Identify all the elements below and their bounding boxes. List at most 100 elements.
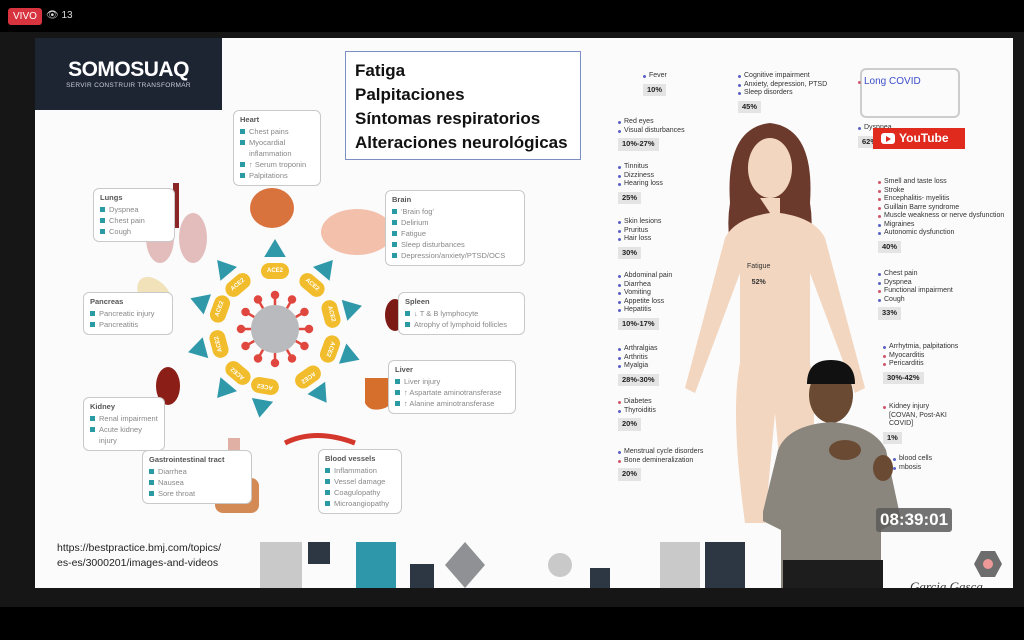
arrow-icon	[338, 343, 360, 364]
source-url-line[interactable]: https://bestpractice.bmj.com/topics/	[57, 542, 221, 554]
organ-symptom: ↑ Aspartate aminotransferase	[395, 387, 509, 398]
symptom-percentage: 30%-42%	[883, 371, 924, 384]
live-badge: VIVO	[8, 8, 42, 25]
symptoms-title-box: Fatiga Palpitaciones Síntomas respirator…	[345, 51, 581, 160]
arrow-icon	[313, 260, 333, 281]
arrow-icon	[190, 294, 212, 315]
arrow-icon	[307, 381, 327, 403]
organ-symptom: Inflammation	[325, 465, 395, 476]
organ-symptom: Depression/anxiety/PTSD/OCS	[392, 250, 518, 261]
organ-symptom: Pancreatic injury	[90, 308, 166, 319]
symptom-percentage: 10%-17%	[618, 317, 659, 330]
blood-vessels-icon	[283, 433, 356, 446]
symptom-item: Bone demineralization	[618, 457, 703, 466]
tv-uaq-watermark	[860, 68, 960, 118]
symptom-percentage: 45%	[738, 100, 762, 113]
symptom-item: Abdominal pain	[618, 272, 672, 281]
organ-symptom: Delirium	[392, 217, 518, 228]
arrow-icon	[341, 299, 362, 321]
symptom-item: Tinnitus	[618, 163, 663, 172]
organ-symptom: ↑ Serum troponin	[240, 159, 314, 170]
youtube-button[interactable]: YouTube	[873, 128, 965, 149]
organ-title: Spleen	[405, 297, 430, 306]
symptom-percentage: 20%	[618, 418, 642, 431]
symptom-item: Anxiety, depression, PTSD	[738, 81, 827, 90]
symptom-item: Dyspnea	[858, 124, 892, 133]
symptom-item: Hair loss	[618, 235, 661, 244]
organ-symptom: Vessel damage	[325, 476, 395, 487]
source-url[interactable]: https://bestpractice.bmj.com/topics/ es-…	[57, 541, 221, 571]
center-fatigue: Fatigue 52%	[747, 263, 770, 287]
sign-language-interpreter	[763, 360, 901, 588]
symptom-item: Hearing loss	[618, 180, 663, 189]
symptom-item: Autonomic dysfunction	[878, 229, 1004, 238]
symptom-percentage: 28%-30%	[618, 373, 659, 386]
symptom-item: Hepatitis	[618, 306, 672, 315]
organ-title: Heart	[240, 115, 260, 124]
symptom-item: Menstrual cycle disorders	[618, 448, 703, 457]
virus-spike-tip	[300, 307, 309, 317]
virus-spike-tip	[300, 341, 309, 351]
virus-icon	[236, 290, 314, 368]
symptom-item: Fever	[643, 72, 667, 81]
heart-icon	[250, 188, 294, 228]
organ-symptom: Dyspnea	[100, 204, 168, 215]
organ-symptom: Chest pain	[100, 215, 168, 226]
hexagon-badge-icon	[974, 551, 1002, 577]
organ-symptom: Liver injury	[395, 376, 509, 387]
fatigue-label: Fatigue	[747, 263, 771, 270]
source-url-line[interactable]: es-es/3000201/images-and-videos	[57, 557, 219, 569]
symptom-item: Muscle weakness or nerve dysfunction	[878, 212, 1004, 221]
arrow-icon	[188, 337, 209, 359]
organ-title: Blood vessels	[325, 454, 376, 463]
symptom-percentage: 25%	[618, 191, 642, 204]
organ-symptom: Coagulopathy	[325, 487, 395, 498]
symptom-item: Dizziness	[618, 172, 663, 181]
symptom-item: Diabetes	[618, 398, 656, 407]
symptom-item: Myalgia	[618, 362, 659, 371]
eye-icon: 👁	[46, 10, 59, 21]
decorative-shapes	[260, 542, 745, 588]
organ-symptom: Cough	[100, 226, 168, 237]
symptom-item: Kidney injury [COVAN, Post-AKI COVID]	[883, 403, 953, 429]
virus-spike-tip	[253, 354, 263, 363]
title-line: Palpitaciones	[355, 85, 465, 104]
organ-symptom: Atrophy of lymphoid follicles	[405, 319, 518, 330]
organ-symptom: Sore throat	[149, 488, 245, 499]
arrow-icon	[251, 398, 274, 418]
symptom-item: Thyroiditis	[618, 407, 656, 416]
female-body-diagram	[685, 123, 865, 523]
logo-name: SOMOSUAQ	[68, 58, 189, 81]
virus-spike-tip	[270, 290, 280, 300]
organ-symptom: Acute kidney injury	[90, 424, 158, 446]
organ-symptom: Myocardial inflammation	[240, 137, 314, 159]
youtube-label: YouTube	[899, 131, 949, 145]
symptom-item: Vomiting	[618, 289, 672, 298]
symptom-item: Diarrhea	[618, 281, 672, 290]
organ-title: Pancreas	[90, 297, 124, 306]
virus-spike-tip	[304, 324, 314, 334]
virus-spike-tip	[253, 295, 263, 304]
symptom-item: Smell and taste loss	[878, 178, 1004, 187]
organ-symptom: Microangiopathy	[325, 498, 395, 509]
signature-line: Garcia Gasca	[910, 579, 983, 588]
symptom-item: Pericarditis	[883, 360, 958, 369]
viewer-count: 👁 13	[46, 10, 73, 21]
virus-spike-tip	[287, 354, 297, 363]
title-line: Síntomas respiratorios	[355, 109, 541, 128]
symptom-item: Pruritus	[618, 227, 661, 236]
organ-symptom: Fatigue	[392, 228, 518, 239]
symptom-percentage: 40%	[878, 240, 902, 253]
